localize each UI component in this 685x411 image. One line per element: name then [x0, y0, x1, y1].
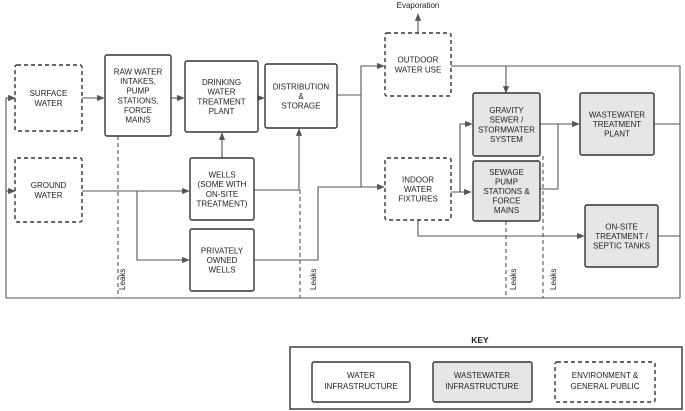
edge-indoor-to-gravity — [451, 120, 473, 193]
key-wastewater-infrastructure: WASTEWATER INFRASTRUCTURE — [432, 361, 533, 403]
edge-wells-to-distribution — [254, 128, 303, 191]
edge-outdoor-to-gravity — [451, 65, 510, 94]
leaks-label-distribution: Leaks — [309, 269, 318, 290]
edge-outdoor-to-return — [506, 65, 681, 298]
legend-key: KEY WATER INFRASTRUCTURE WASTEWATER INFR… — [289, 335, 683, 410]
node-label-line: SEPTIC TANKS — [593, 242, 650, 251]
node-label-line: WATER — [404, 185, 432, 194]
node-label-line: ON-SITE — [206, 190, 238, 199]
node-label-line: FORCE — [493, 197, 521, 206]
node-label-line: FORCE — [124, 106, 152, 115]
node-label-line: TREATMENT / — [595, 232, 648, 241]
node-label-line: TREATMENT) — [197, 199, 248, 208]
edge-private-wells-to-indoor — [254, 186, 361, 261]
node-label-line: PUMP — [126, 87, 149, 96]
leaks-label-gravity: Leaks — [549, 269, 558, 290]
node-label-line: STORAGE — [282, 102, 321, 111]
key-wastewater-line1: WASTEWATER — [454, 371, 510, 380]
node-label-line: RAW WATER — [114, 68, 163, 77]
node-label-line: SYSTEM — [490, 135, 523, 144]
node-label-line: OWNED — [207, 256, 238, 265]
key-water-infrastructure: WATER INFRASTRUCTURE — [311, 361, 411, 403]
key-env-line1: ENVIRONMENT & — [572, 371, 639, 380]
node-label-line: GRAVITY — [489, 106, 524, 115]
node-label-line: SURFACE — [30, 89, 68, 98]
node-label-line: TREATMENT — [593, 120, 641, 129]
leaks-label-pump: Leaks — [509, 269, 518, 290]
node-label-line: FIXTURES — [398, 195, 438, 204]
edge-ground-to-private-wells — [136, 191, 190, 264]
node-label-line: INTAKES, — [120, 77, 156, 86]
edge-indoor-to-onsite — [417, 220, 585, 240]
node-label-line: MAINS — [494, 206, 519, 215]
node-label-line: GROUND — [31, 181, 67, 190]
node-label-line: OUTDOOR — [398, 56, 439, 65]
node-label-line: DISTRIBUTION — [273, 82, 330, 91]
key-env-line2: GENERAL PUBLIC — [570, 382, 639, 391]
key-water-line1: WATER — [347, 371, 375, 380]
node-label-line: WELLS — [208, 171, 235, 180]
node-label-line: SEWAGE — [489, 168, 524, 177]
node-label-line: WATER — [35, 191, 63, 200]
edge-distribution-to-outdoor — [337, 62, 385, 96]
key-environment-general-public: ENVIRONMENT & GENERAL PUBLIC — [554, 361, 656, 403]
node-label-line: WATER — [35, 99, 63, 108]
edge-pump-to-wwtp — [540, 124, 559, 190]
node-label-line: PRIVATELY — [201, 246, 244, 255]
node-label-line: DRINKING — [202, 78, 241, 87]
node-label-line: STATIONS, — [117, 96, 158, 105]
evaporation-label: Evaporation — [397, 1, 440, 10]
node-label-line: TREATMENT — [197, 97, 245, 106]
node-label-line: STORMWATER — [478, 125, 535, 134]
node-label-line: WATER — [208, 88, 236, 97]
leaks-label-raw: Leaks — [118, 269, 127, 290]
node-label-line: INDOOR — [402, 175, 434, 184]
node-label-line: WASTEWATER — [589, 110, 645, 119]
node-label-line: STATIONS & — [483, 187, 530, 196]
node-label-line: & — [298, 92, 304, 101]
key-wastewater-line2: INFRASTRUCTURE — [445, 382, 518, 391]
node-distribution-storage: DISTRIBUTION&STORAGE — [264, 63, 338, 129]
node-label-line: WELLS — [208, 266, 235, 275]
node-label-line: ON-SITE — [605, 222, 637, 231]
node-label-line: PLANT — [209, 107, 235, 116]
node-label-line: (SOME WITH — [198, 180, 247, 189]
key-title: KEY — [471, 335, 489, 345]
node-label-line: MAINS — [125, 116, 150, 125]
node-label-line: WATER USE — [395, 65, 442, 74]
node-label-line: PLANT — [604, 130, 630, 139]
edge-distribution-to-indoor — [360, 95, 385, 191]
node-label-line: SEWER / — [490, 116, 525, 125]
key-water-line2: INFRASTRUCTURE — [324, 382, 397, 391]
node-label-line: PUMP — [495, 177, 518, 186]
